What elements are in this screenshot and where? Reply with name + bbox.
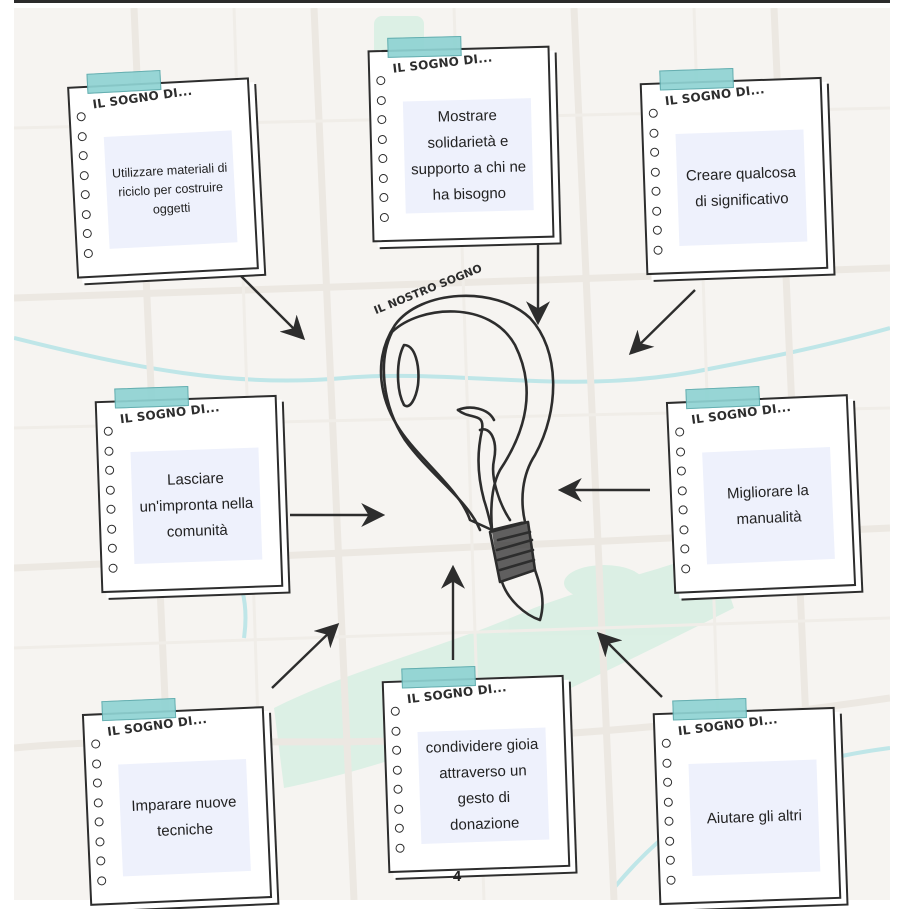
note-text: Mostrare solidarietà e supporto a chi ne… xyxy=(410,107,527,204)
note-text: Creare qualcosa di significativo xyxy=(685,163,797,211)
spiral-binding xyxy=(91,739,107,895)
dream-note-riciclo: IL SOGNO DI... Utilizzare materiali di r… xyxy=(67,69,259,279)
arrow-significativo xyxy=(628,289,696,356)
spiral-binding xyxy=(390,706,405,863)
arrow-aiutare xyxy=(596,631,663,698)
note-text: Utilizzare materiali di riciclo per cost… xyxy=(111,160,228,217)
note-text: Aiutare gli altri xyxy=(706,807,803,828)
dream-note-gioia: IL SOGNO DI... condividere gioia attrave… xyxy=(381,665,571,874)
note-text: Migliorare la manualità xyxy=(726,481,810,529)
spiral-binding xyxy=(376,75,390,232)
dream-note-solidarieta: IL SOGNO DI... Mostrare solidarietà e su… xyxy=(367,35,555,243)
dream-note-impronta: IL SOGNO DI... Lasciare un'impronta nell… xyxy=(94,385,284,594)
top-rule xyxy=(14,0,890,3)
note-text: Lasciare un'impronta nella comunità xyxy=(139,469,254,541)
dream-note-significativo: IL SOGNO DI... Creare qualcosa di signif… xyxy=(639,67,829,276)
spiral-binding xyxy=(103,426,118,583)
dream-note-tecniche: IL SOGNO DI... Imparare nuove tecniche xyxy=(81,697,273,906)
dream-note-aiutare: IL SOGNO DI... Aiutare gli altri xyxy=(652,697,842,906)
arrow-tecniche xyxy=(271,622,340,689)
dream-note-manualita: IL SOGNO DI... Migliorare la manualità xyxy=(665,385,857,594)
spiral-binding xyxy=(76,111,94,268)
spiral-binding xyxy=(648,108,663,265)
spiral-binding xyxy=(661,738,676,895)
spiral-binding xyxy=(675,427,691,583)
arrow-riciclo xyxy=(239,274,306,341)
note-text: Imparare nuove tecniche xyxy=(131,793,237,840)
note-text: condividere gioia attraverso un gesto di… xyxy=(425,735,539,834)
page-number: 4 xyxy=(452,868,462,885)
